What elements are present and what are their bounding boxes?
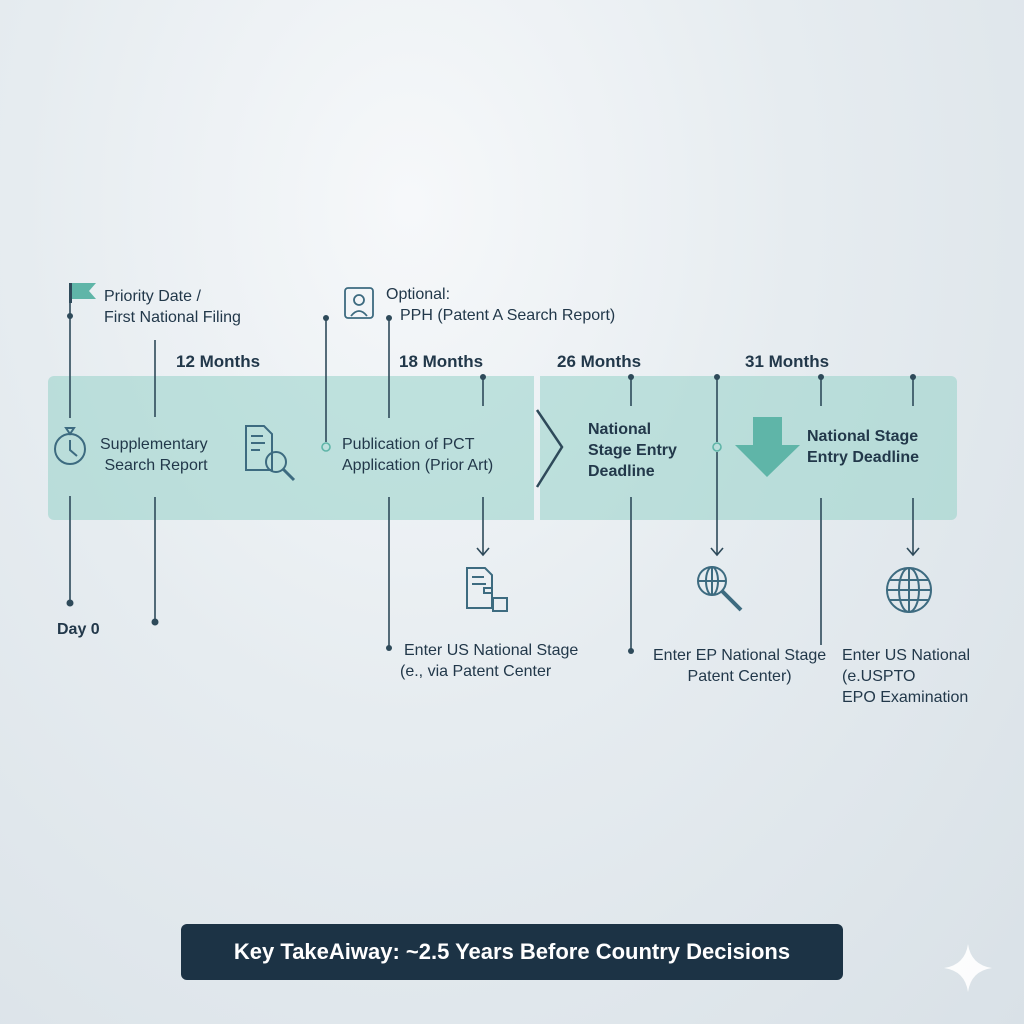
supplementary-search-label: SupplementarySearch Report: [100, 434, 208, 476]
stopwatch-icon: [55, 428, 85, 464]
document-form-icon: [467, 568, 507, 611]
priority-date-label: Priority Date /First National Filing: [104, 286, 241, 328]
day-0-label: Day 0: [57, 619, 100, 640]
pub-line1: Publication of PCT: [342, 434, 493, 455]
arrowheads: [477, 548, 919, 555]
pub-line2: Application (Prior Art): [342, 455, 493, 476]
national-stage-entry-31: National StageEntry Deadline: [807, 426, 919, 468]
optional-line2: PPH (Patent A Search Report): [386, 305, 615, 326]
milestone-12: 12 Months: [176, 351, 260, 372]
us-line2: (e., via Patent Center: [400, 661, 578, 682]
nse1-line3: Deadline: [588, 461, 677, 482]
down-arrow-icon: [735, 417, 800, 477]
publication-label: Publication of PCTApplication (Prior Art…: [342, 434, 493, 476]
globe-search-icon: [698, 567, 741, 610]
supp-line2: Search Report: [100, 455, 208, 476]
flag-icon: [69, 283, 96, 303]
ep-line2: Patent Center): [653, 666, 826, 687]
priority-line2: First National Filing: [104, 307, 241, 328]
enter-us-stage-label: Enter US National Stage(e., via Patent C…: [400, 640, 578, 682]
nse2-line1: National Stage: [807, 426, 919, 447]
globe-icon: [887, 568, 931, 612]
node-circle: [713, 443, 721, 451]
optional-label: Optional:PPH (Patent A Search Report): [386, 284, 615, 326]
us2-line2: (e.USPTO: [842, 666, 970, 687]
milestone-18: 18 Months: [399, 351, 483, 372]
node-circle: [322, 443, 330, 451]
key-takeaway-banner: Key TakeAiway: ~2.5 Years Before Country…: [181, 924, 843, 980]
optional-line1: Optional:: [386, 284, 615, 305]
milestone-26: 26 Months: [557, 351, 641, 372]
us2-line3: EPO Examination: [842, 687, 970, 708]
priority-line1: Priority Date /: [104, 286, 241, 307]
national-stage-entry-26: NationalStage EntryDeadline: [588, 419, 677, 482]
nse1-line2: Stage Entry: [588, 440, 677, 461]
nse2-line2: Entry Deadline: [807, 447, 919, 468]
milestone-31: 31 Months: [745, 351, 829, 372]
nse1-line1: National: [588, 419, 677, 440]
puzzle-person-icon: [345, 288, 373, 318]
us-line1: Enter US National Stage: [400, 640, 578, 661]
enter-us-national-label: Enter US National(e.USPTOEPO Examination: [842, 645, 970, 708]
us2-line1: Enter US National: [842, 645, 970, 666]
sparkle-icon: [944, 944, 992, 992]
ep-line1: Enter EP National Stage: [653, 645, 826, 666]
supp-line1: Supplementary: [100, 434, 208, 455]
chevron-icon: [537, 410, 562, 487]
enter-ep-stage-label: Enter EP National StagePatent Center): [653, 645, 826, 687]
document-search-icon: [246, 426, 294, 480]
